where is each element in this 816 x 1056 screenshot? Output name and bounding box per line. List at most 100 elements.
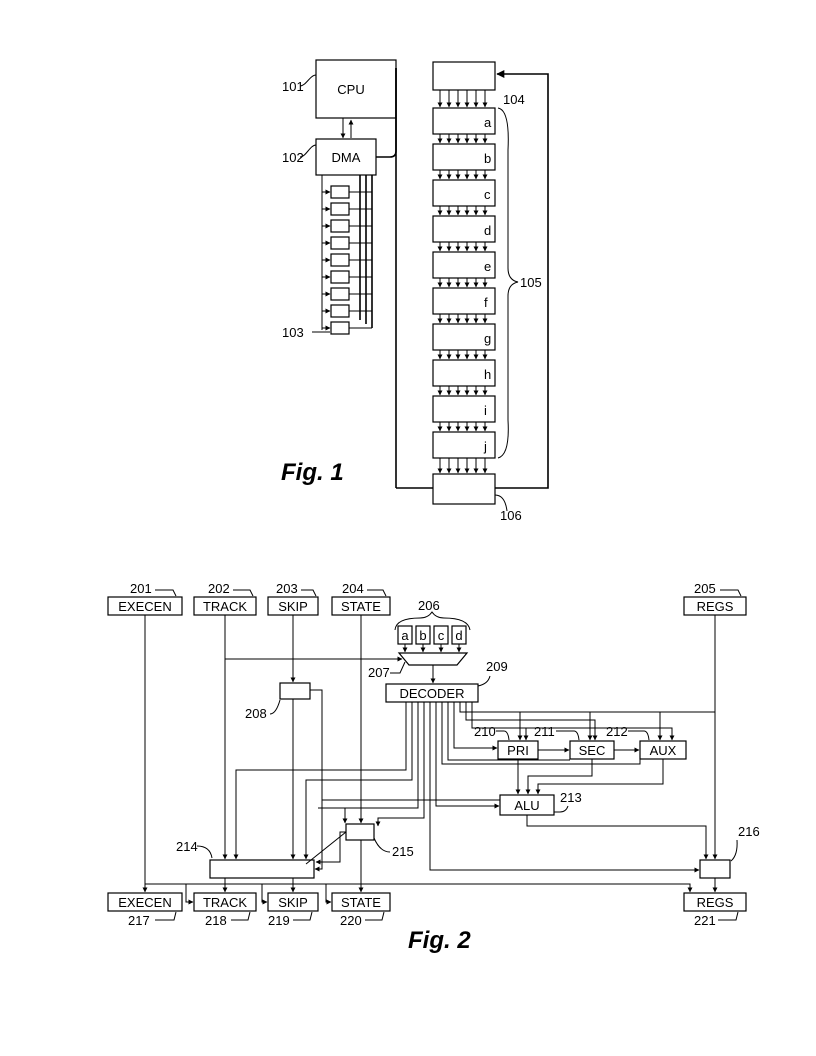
input-skip-203: SKIP 203 <box>267 581 319 616</box>
stage-d-label: d <box>484 223 491 238</box>
leader-213 <box>554 805 569 813</box>
ref-218: 218 <box>205 913 227 928</box>
input-execen-label: EXECEN <box>118 599 171 614</box>
input-execen-201: EXECEN 201 <box>107 581 183 616</box>
leader-101 <box>299 74 317 87</box>
stage-e-label: e <box>484 259 491 274</box>
output-track-label: TRACK <box>203 895 247 910</box>
ref-208: 208 <box>245 706 267 721</box>
leader-216 <box>730 839 738 862</box>
mux-input-c-label: c <box>438 628 445 643</box>
block-215 <box>345 823 375 841</box>
block-214 <box>209 859 315 879</box>
leader-205 <box>720 589 742 597</box>
input-skip-label: SKIP <box>278 599 308 614</box>
dma-block: DMA <box>315 138 377 176</box>
stage-a-label: a <box>484 115 492 130</box>
ref-204: 204 <box>342 581 364 596</box>
leader-220 <box>365 911 385 921</box>
wire-dec-214-a <box>233 702 407 860</box>
dma-channel-box <box>330 253 350 267</box>
stage-d <box>432 215 496 243</box>
ref-211: 211 <box>534 724 555 739</box>
leader-204 <box>367 589 387 597</box>
ref-105: 105 <box>520 275 542 290</box>
ref-207: 207 <box>368 665 390 680</box>
leader-106 <box>494 494 508 512</box>
ref-216: 216 <box>738 824 760 839</box>
stage-h <box>432 359 496 387</box>
ref-205: 205 <box>694 581 716 596</box>
ref-220: 220 <box>340 913 362 928</box>
ref-202: 202 <box>208 581 230 596</box>
wire-dec-215-a <box>322 702 419 809</box>
wire-dec-aux <box>471 702 675 741</box>
unit-sec-label: SEC <box>579 743 606 758</box>
mux-input-a-label: a <box>401 628 409 643</box>
ref-201: 201 <box>130 581 152 596</box>
stage-e <box>432 251 496 279</box>
leader-217 <box>155 911 177 921</box>
brace-105 <box>497 107 519 459</box>
decoder-209: DECODER <box>385 683 479 703</box>
wire-alu-215-b <box>322 807 348 824</box>
wire-dec-top <box>459 702 715 713</box>
ref-214: 214 <box>176 839 198 854</box>
wire-dec-alu <box>435 702 500 809</box>
stage-g <box>432 323 496 351</box>
stage-i <box>432 395 496 423</box>
leader-203 <box>301 589 317 597</box>
stage-h-label: h <box>484 367 491 382</box>
feedback-loop <box>495 70 549 489</box>
alu-213: ALU <box>499 794 555 816</box>
brace-206 <box>394 611 471 631</box>
stage-b <box>432 143 496 171</box>
wire-dec-aux-low <box>441 702 641 765</box>
unit-pri-label: PRI <box>507 743 529 758</box>
wire-dec-sec <box>465 702 598 741</box>
stage-b-label: b <box>484 151 491 166</box>
input-state-204: STATE 204 <box>331 581 391 616</box>
leader-212 <box>628 730 650 741</box>
leader-221 <box>718 911 739 921</box>
wire-dec-pri <box>453 702 498 751</box>
dma-label: DMA <box>332 150 361 165</box>
block-208 <box>279 682 311 700</box>
leader-201 <box>155 589 177 597</box>
output-track-218: TRACK 218 <box>193 892 257 928</box>
leader-210 <box>496 730 510 741</box>
dma-channels <box>321 175 373 335</box>
ref-206: 206 <box>418 598 440 613</box>
leader-202 <box>233 589 254 597</box>
ref-217: 217 <box>128 913 150 928</box>
ref-219: 219 <box>268 913 290 928</box>
ref-213: 213 <box>560 790 582 805</box>
dma-channel-box <box>330 219 350 233</box>
leader-219 <box>293 911 313 921</box>
unit-aux-212: AUX <box>639 740 687 760</box>
input-track-202: TRACK 202 <box>193 581 257 616</box>
output-skip-219: SKIP 219 <box>267 892 319 928</box>
output-regs-label: REGS <box>697 895 734 910</box>
dma-channel-box <box>330 202 350 216</box>
ref-103: 103 <box>282 325 304 340</box>
output-state-label: STATE <box>341 895 381 910</box>
leader-207 <box>390 661 406 674</box>
block-216 <box>699 859 731 879</box>
output-skip-label: SKIP <box>278 895 308 910</box>
cpu-block: CPU <box>315 59 397 119</box>
dma-channel-box <box>330 304 350 318</box>
ref-104: 104 <box>503 92 525 107</box>
bottom-register <box>432 473 496 505</box>
ref-203: 203 <box>276 581 298 596</box>
stage-j-label: j <box>483 439 487 454</box>
figure-2-caption: Fig. 2 <box>408 927 471 954</box>
fig2-wiring <box>142 615 718 905</box>
input-state-label: STATE <box>341 599 381 614</box>
figure-2: EXECEN 201 TRACK 202 SKIP 203 STATE 204 … <box>107 581 760 954</box>
stage-g-label: g <box>484 331 491 346</box>
stage-a <box>432 107 496 135</box>
output-regs-221: REGS 221 <box>683 892 747 928</box>
